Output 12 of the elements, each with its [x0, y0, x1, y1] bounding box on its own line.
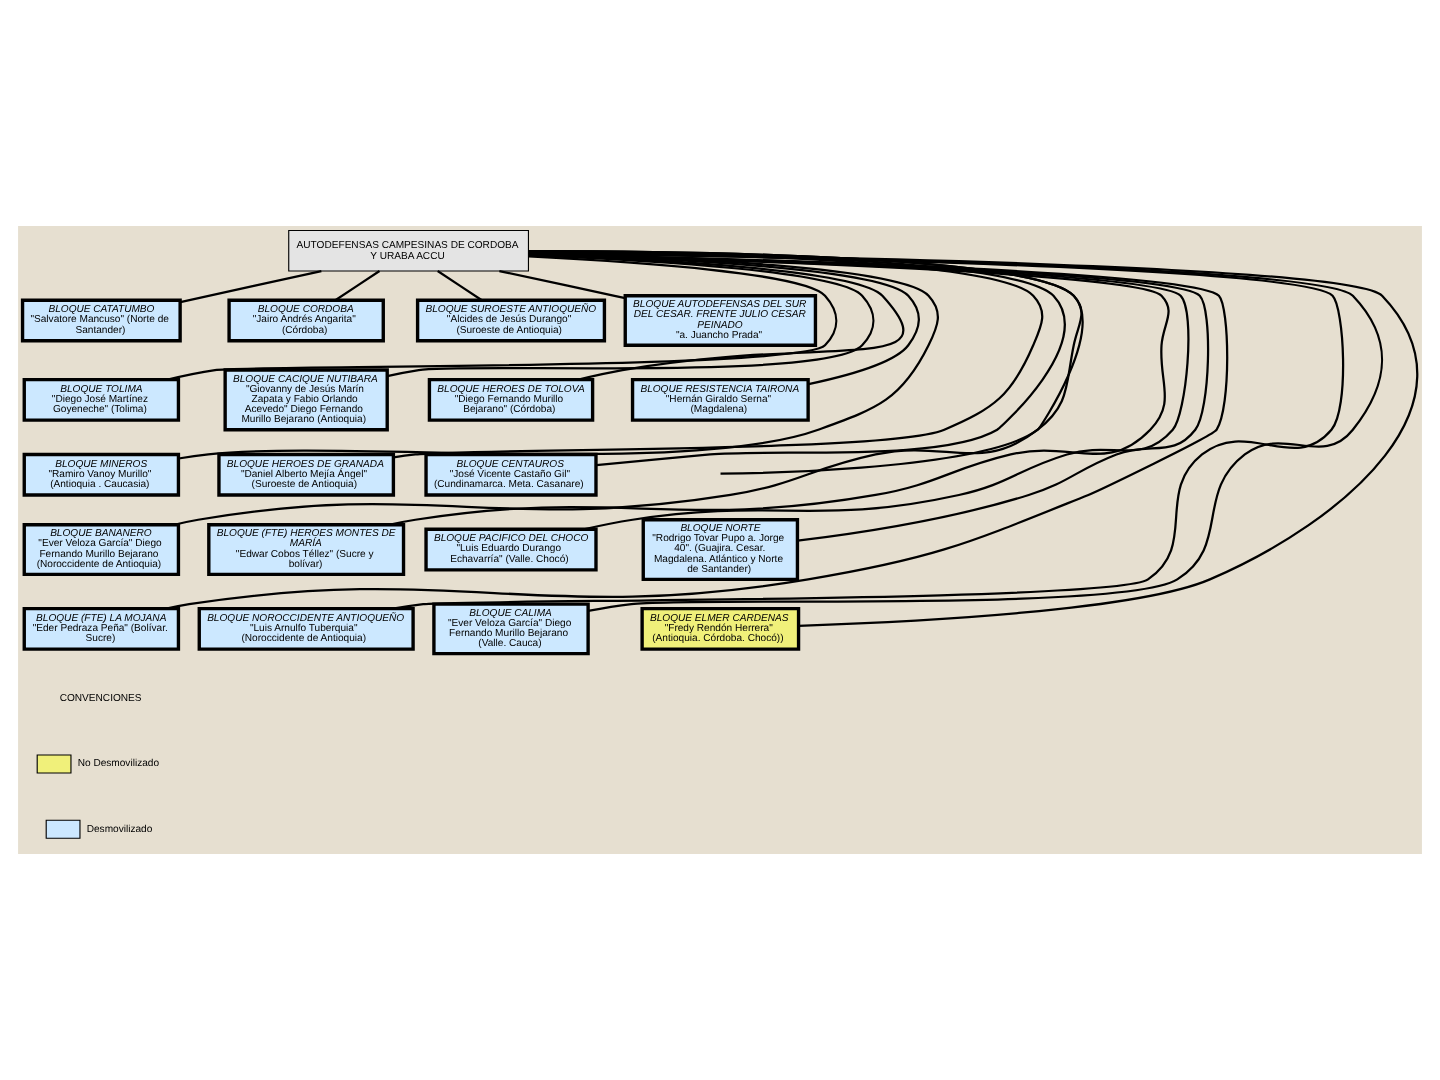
connector: [334, 270, 381, 302]
connector: [499, 269, 626, 300]
connector: [388, 253, 1170, 526]
connector: [178, 252, 939, 460]
connector: [437, 270, 483, 302]
connector: [167, 255, 838, 381]
connector: [174, 250, 1082, 526]
connector: [387, 254, 875, 378]
connector: [392, 252, 1345, 610]
connector: [393, 250, 1044, 459]
connector: [180, 269, 322, 304]
connector: [166, 252, 1229, 610]
